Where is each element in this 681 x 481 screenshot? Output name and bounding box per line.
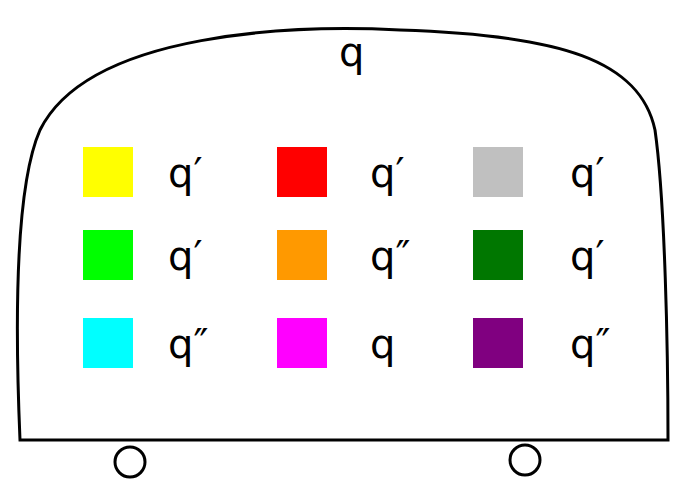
color-swatch <box>83 318 133 368</box>
legend-label: q′ <box>570 236 604 276</box>
color-swatch <box>277 318 327 368</box>
wheel <box>510 445 540 475</box>
color-swatch <box>473 318 523 368</box>
color-swatch <box>277 230 327 280</box>
dome-outline <box>12 8 672 445</box>
color-swatch <box>473 147 523 197</box>
node-label: q <box>339 32 364 72</box>
wheel <box>115 447 145 477</box>
legend-label: q′ <box>570 153 604 193</box>
color-swatch <box>83 230 133 280</box>
legend-label: q <box>370 324 395 364</box>
legend-label: q′ <box>370 153 404 193</box>
legend-label: q″ <box>168 324 208 364</box>
color-swatch <box>277 147 327 197</box>
dome-housing: q <box>12 8 672 445</box>
color-swatch <box>83 147 133 197</box>
legend-label: q″ <box>370 236 410 276</box>
legend-label: q′ <box>168 153 202 193</box>
legend-label: q′ <box>168 236 202 276</box>
color-swatch <box>473 230 523 280</box>
dome-outline-path <box>17 29 668 440</box>
legend-label: q″ <box>570 324 610 364</box>
